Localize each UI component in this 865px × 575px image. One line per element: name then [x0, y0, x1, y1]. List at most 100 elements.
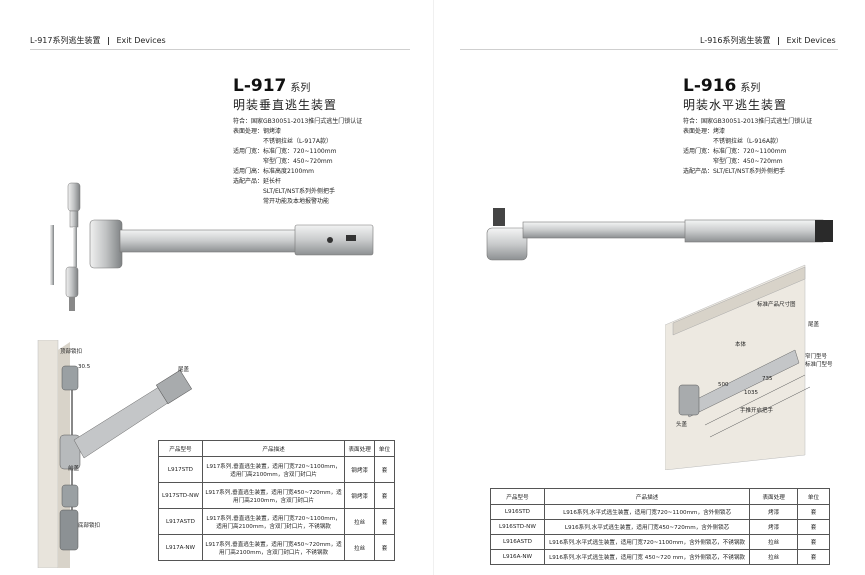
cell-model: L917ASTD [158, 508, 203, 535]
l917-product-table: 产品型号 产品描述 表面处理 单位 L917STD L917系列,垂直逃生装置，… [158, 440, 395, 561]
left-header-series: L-917系列逃生装置 [30, 36, 101, 45]
left-header-separator: | [107, 36, 110, 45]
table-row: L916STD L916系列,水平式逃生装置，适用门宽720~1100mm，含外… [490, 504, 830, 520]
left-series-label: 系列 [290, 83, 311, 94]
cell-model: L917STD-NW [158, 482, 203, 509]
spec-line: 表面处理：钢烤漆 [233, 128, 282, 135]
spec-line: 窄型门宽：450~720mm [233, 158, 333, 165]
label-top-latch: 顶部锁扣 [60, 349, 83, 355]
cell-model: L916STD-NW [490, 519, 545, 535]
spec-line: 不锈钢拉丝（L-917A款） [233, 138, 332, 145]
spec-line: 窄型门宽：450~720mm [683, 158, 783, 165]
cell-unit: 套 [374, 534, 395, 561]
right-spec-list: 符合：国家GB30051-2013推闩式逃生门锁认证 表面处理：烤漆 不锈钢拉丝… [683, 117, 812, 177]
cell-desc: L917系列,垂直逃生装置，适用门宽450~720mm，适用门高2100mm，含… [201, 534, 346, 561]
l916-product-image [486, 208, 833, 261]
table-row: L917STD-NW L917系列,垂直逃生装置，适用门宽450~720mm，适… [158, 482, 395, 509]
col-header: 单位 [374, 440, 395, 457]
l917-product-image [50, 182, 374, 311]
spec-line: 符合：国家GB30051-2013推闩式逃生门锁认证 [233, 118, 363, 125]
label-body: 本体 [735, 342, 747, 348]
spec-line: 选配产品：SLT/ELT/NST系列外侧把手 [683, 168, 785, 175]
label-bottom-latch: 底部锁扣 [78, 523, 101, 529]
cell-model: L916STD [490, 504, 545, 520]
col-header: 产品型号 [490, 488, 545, 505]
cell-finish: 拉丝 [344, 508, 376, 535]
cell-unit: 套 [374, 482, 395, 509]
spec-line: 适用门宽：标准门宽：720~1100mm [233, 148, 337, 155]
table-row: L917STD L917系列,垂直逃生装置，适用门宽720~1100mm，适用门… [158, 456, 395, 483]
label-dim-1035: 1035 [744, 390, 758, 396]
spec-line: 适用门宽：标准门宽：720~1100mm [683, 148, 787, 155]
spec-line: 不锈钢拉丝（L-916A款） [683, 138, 782, 145]
left-header-section: Exit Devices [116, 36, 166, 45]
cell-desc: L917系列,垂直逃生装置，适用门宽450~720mm，适用门高2100mm，含… [201, 482, 346, 509]
label-tail-cover: 尾盖 [178, 367, 190, 373]
label-dim-500: 500 [718, 382, 729, 388]
label-dimension: 30.5 [78, 364, 91, 370]
cell-model: L917STD [158, 456, 203, 483]
label-head-cover: 头盖 [676, 422, 688, 428]
left-spec-list: 符合：国家GB30051-2013推闩式逃生门锁认证 表面处理：钢烤漆 不锈钢拉… [233, 117, 362, 207]
col-header: 表面处理 [749, 488, 799, 505]
spec-line: 常开功能及本地报警功能 [233, 198, 330, 205]
label-narrow-door: 窄门型号 [805, 354, 828, 360]
left-header: L-917系列逃生装置 | Exit Devices [30, 35, 166, 46]
table-row: L917A-NW L917系列,垂直逃生装置，适用门宽450~720mm，适用门… [158, 534, 395, 561]
spec-line: 符合：国家GB30051-2013推闩式逃生门锁认证 [683, 118, 813, 125]
spec-line: 选配产品：延长杆 [233, 178, 282, 185]
table-row: L916A-NW L916系列,水平式逃生装置，适用门宽 450~720 mm，… [490, 549, 830, 565]
cell-desc: L916系列,水平式逃生装置，适用门宽450~720mm，含外侧锁芯 [543, 519, 751, 535]
table-header-row: 产品型号 产品描述 表面处理 单位 [490, 488, 830, 505]
right-subtitle: 明装水平逃生装置 [683, 98, 788, 112]
right-header-separator: | [777, 36, 780, 45]
cell-desc: L917系列,垂直逃生装置，适用门宽720~1100mm，适用门高2100mm，… [201, 456, 346, 483]
table-row: L916ASTD L916系列,水平式逃生装置，适用门宽720~1100mm，含… [490, 534, 830, 550]
cell-unit: 套 [797, 504, 830, 520]
cell-finish: 拉丝 [344, 534, 376, 561]
l917-install-diagram [37, 340, 193, 568]
right-header: L-916系列逃生装置 | Exit Devices [700, 35, 836, 46]
col-header: 产品描述 [201, 440, 346, 457]
col-header: 产品描述 [543, 488, 751, 505]
cell-finish: 拉丝 [749, 549, 799, 565]
right-header-section: Exit Devices [786, 36, 836, 45]
cell-model: L916ASTD [490, 534, 545, 550]
col-header: 表面处理 [344, 440, 376, 457]
left-model: L-917 [233, 76, 287, 96]
right-series-label: 系列 [740, 83, 761, 94]
cell-desc: L916系列,水平式逃生装置，适用门宽720~1100mm，含外侧锁芯，不锈钢款 [543, 534, 751, 550]
cell-finish: 钢烤漆 [344, 456, 376, 483]
cell-finish: 拉丝 [749, 534, 799, 550]
l916-install-diagram [665, 264, 811, 470]
label-std-size: 标准产品尺寸图 [757, 302, 796, 308]
cell-model: L916A-NW [490, 549, 545, 565]
right-header-rule [460, 49, 838, 50]
spec-line: 适用门高：标准高度2100mm [233, 168, 314, 175]
label-tail-cover-r: 尾盖 [808, 322, 820, 328]
cell-unit: 套 [797, 519, 830, 535]
cell-finish: 烤漆 [749, 504, 799, 520]
cell-desc: L917系列,垂直逃生装置，适用门宽720~1100mm，适用门高2100mm，… [201, 508, 346, 535]
cell-desc: L916系列,水平式逃生装置，适用门宽720~1100mm，含外侧锁芯 [543, 504, 751, 520]
left-subtitle: 明装垂直逃生装置 [233, 98, 338, 112]
col-header: 产品型号 [158, 440, 203, 457]
label-std-door: 标准门型号 [805, 362, 833, 368]
cell-unit: 套 [797, 549, 830, 565]
right-header-series: L-916系列逃生装置 [700, 36, 771, 45]
spec-line: SLT/ELT/NST系列外侧把手 [233, 188, 335, 195]
label-dim-735: 735 [762, 376, 773, 382]
l916-product-table: 产品型号 产品描述 表面处理 单位 L916STD L916系列,水平式逃生装置… [490, 488, 830, 565]
col-header: 单位 [797, 488, 830, 505]
cell-model: L917A-NW [158, 534, 203, 561]
right-model: L-916 [683, 76, 737, 96]
cell-unit: 套 [374, 456, 395, 483]
spec-line: 表面处理：烤漆 [683, 128, 726, 135]
label-front-cover: 前盖 [68, 466, 80, 472]
cell-finish: 烤漆 [749, 519, 799, 535]
page-gutter [433, 0, 434, 575]
cell-desc: L916系列,水平式逃生装置，适用门宽 450~720 mm，含外侧锁芯，不锈钢… [543, 549, 751, 565]
table-row: L917ASTD L917系列,垂直逃生装置，适用门宽720~1100mm，适用… [158, 508, 395, 535]
